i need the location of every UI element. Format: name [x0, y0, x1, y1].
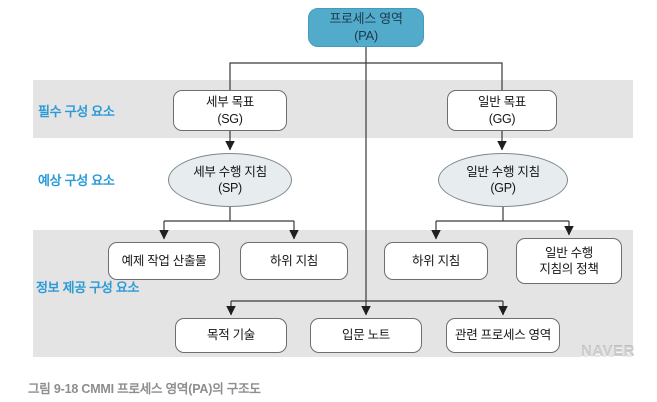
node-generic-practice-label: 일반 수행 지침 — [466, 164, 540, 179]
node-related-process-areas: 관련 프로세스 영역 — [446, 318, 560, 353]
node-introductory-notes: 입문 노트 — [310, 318, 422, 353]
node-generic-practice: 일반 수행 지침 (GP) — [438, 153, 568, 207]
figure-caption: 그림 9-18 CMMI 프로세스 영역(PA)의 구조도 — [28, 382, 261, 396]
node-example-work-products-label: 예제 작업 산출물 — [121, 253, 207, 268]
naver-watermark: NAVER — [581, 343, 635, 360]
node-specific-goal-code: (SG) — [217, 111, 243, 126]
node-introductory-notes-label: 입문 노트 — [342, 328, 390, 343]
node-process-area-label: 프로세스 영역 — [329, 10, 403, 26]
node-specific-goal: 세부 목표 (SG) — [173, 90, 287, 131]
node-specific-practice: 세부 수행 지침 (SP) — [168, 153, 292, 207]
node-subpractices-right-label: 하위 지침 — [412, 253, 460, 268]
row-label-informative-components: 정보 제공 구성 요소 — [36, 280, 140, 295]
row-label-required-components: 필수 구성 요소 — [38, 104, 115, 119]
node-example-work-products: 예제 작업 산출물 — [108, 242, 220, 280]
node-subpractices-left-label: 하위 지침 — [270, 253, 318, 268]
row-label-expected-components: 예상 구성 요소 — [38, 173, 115, 188]
node-generic-goal: 일반 목표 (GG) — [447, 90, 557, 131]
node-purpose-statement-label: 목적 기술 — [207, 328, 255, 343]
node-gp-policy-label2: 지침의 정책 — [539, 262, 599, 276]
node-process-area-code: (PA) — [354, 27, 378, 43]
node-generic-goal-label: 일반 목표 — [478, 95, 526, 110]
node-gp-policy-label: 일반 수행 — [545, 245, 593, 260]
node-generic-goal-code: (GG) — [488, 111, 516, 126]
node-subpractices-right: 하위 지침 — [384, 242, 488, 280]
node-purpose-statement: 목적 기술 — [175, 318, 287, 353]
node-subpractices-left: 하위 지침 — [240, 242, 348, 280]
node-gp-policy: 일반 수행 지침의 정책 — [516, 238, 622, 284]
node-specific-practice-code: (SP) — [218, 181, 242, 195]
node-specific-practice-label: 세부 수행 지침 — [193, 164, 267, 179]
node-generic-practice-code: (GP) — [490, 181, 516, 195]
node-specific-goal-label: 세부 목표 — [206, 95, 254, 110]
node-process-area: 프로세스 영역 (PA) — [308, 8, 424, 47]
node-related-process-areas-label: 관련 프로세스 영역 — [455, 328, 551, 343]
